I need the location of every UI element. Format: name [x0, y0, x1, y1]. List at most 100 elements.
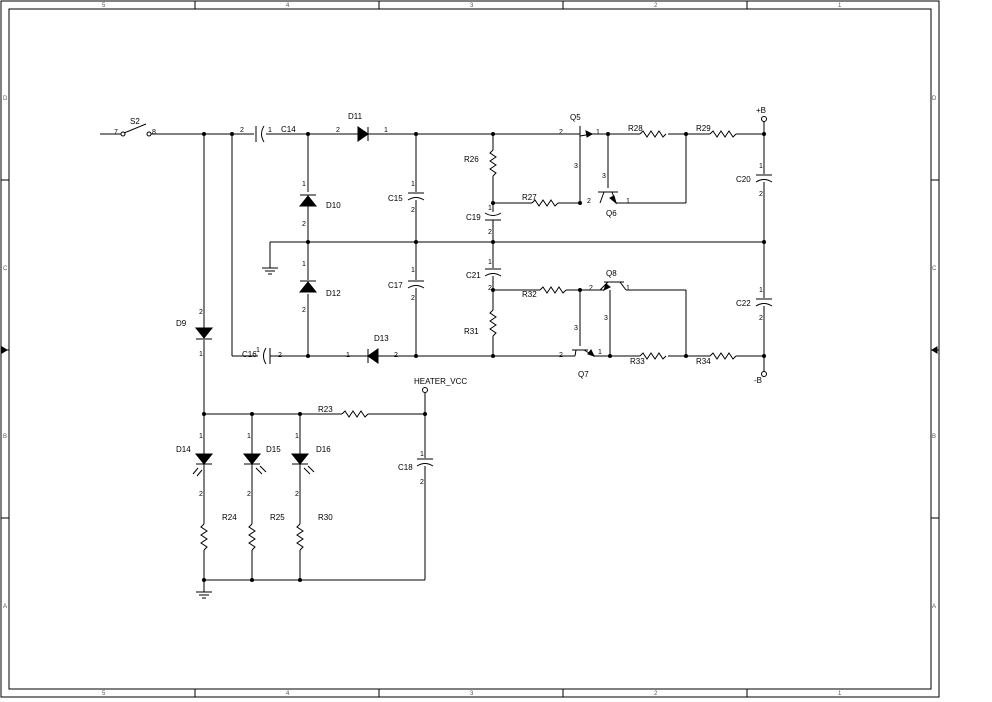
transistor-q8 [599, 281, 687, 356]
label-c19: C19 [466, 213, 481, 222]
label-r23: R23 [318, 405, 333, 414]
pin-d15-a: 1 [247, 433, 251, 440]
resistor-r34 [709, 352, 764, 360]
pin-s2-a: 7 [114, 129, 118, 136]
capacitor-c14 [255, 125, 265, 143]
net-minus-b: -B [754, 376, 762, 385]
pin-c20-b: 2 [759, 191, 763, 198]
frame-row-left: C [3, 266, 8, 272]
label-r34: R34 [696, 357, 711, 366]
label-r30: R30 [318, 513, 333, 522]
pin-q5-b: 1 [596, 129, 600, 136]
pin-c15-b: 2 [411, 207, 415, 214]
minus-b-terminal [761, 371, 767, 377]
pin-c17-a: 1 [411, 267, 415, 274]
heater-wires [196, 393, 426, 599]
q5-arrow-icon [585, 130, 594, 138]
q8-arrow-icon [603, 283, 611, 291]
frame-row-right: C [932, 266, 937, 272]
transistor-q7 [572, 290, 640, 357]
left-arrow-icon [1, 346, 8, 354]
diode-d11 [357, 126, 369, 142]
label-r29: R29 [696, 124, 711, 133]
d14-branch [192, 414, 212, 580]
pin-q7-a: 2 [559, 352, 563, 359]
frame-row-right: B [932, 434, 936, 440]
label-r32: R32 [522, 290, 537, 299]
q7-arrow-icon [587, 349, 595, 357]
label-q6: Q6 [606, 209, 617, 218]
diode-d10 [298, 194, 318, 207]
pin-c21-b: 2 [488, 285, 492, 292]
pin-d16-b: 2 [295, 491, 299, 498]
frame-col-top: 5 [102, 3, 106, 9]
outer-frame [0, 0, 940, 698]
frame-col-bottom: 3 [470, 691, 474, 697]
pin-d16-a: 1 [295, 433, 299, 440]
label-c22: C22 [736, 299, 751, 308]
pin-d12-a: 1 [302, 261, 306, 268]
pin-q6-a: 2 [587, 198, 591, 205]
ground-rail [262, 241, 764, 275]
pin-c16-a: 1 [256, 347, 260, 354]
pin-d15-b: 2 [247, 491, 251, 498]
pin-c22-a: 1 [759, 287, 763, 294]
frame-row-right: A [932, 604, 936, 610]
label-c14: C14 [281, 125, 296, 134]
top-rail-wires [100, 122, 765, 135]
frame-row-left: D [3, 96, 8, 102]
pin-q8-c: 3 [604, 315, 608, 322]
pin-d14-a: 1 [199, 433, 203, 440]
pin-c18-a: 1 [420, 451, 424, 458]
d16-branch [292, 414, 315, 580]
frame-col-top: 1 [838, 3, 842, 9]
pin-c15-a: 1 [411, 181, 415, 188]
frame-row-right: D [932, 96, 937, 102]
capacitor-c20 [755, 174, 773, 183]
pin-d13-b: 2 [394, 352, 398, 359]
label-q7: Q7 [578, 370, 589, 379]
diode-d9 [194, 327, 214, 340]
pin-c14-a: 2 [240, 127, 244, 134]
pin-d11-b: 1 [384, 127, 388, 134]
label-c17: C17 [388, 281, 403, 290]
label-r31: R31 [464, 327, 479, 336]
pin-q7-b: 1 [598, 349, 602, 356]
label-r28: R28 [628, 124, 643, 133]
label-d14: D14 [176, 445, 191, 454]
pin-d9-b: 1 [199, 351, 203, 358]
pin-s2-b: 8 [152, 129, 156, 136]
plus-b-terminal [761, 116, 767, 122]
label-q8: Q8 [606, 269, 617, 278]
pin-c16-b: 2 [278, 352, 282, 359]
resistor-r33 [639, 352, 710, 360]
capacitor-c22 [755, 298, 773, 307]
pin-q6-b: 1 [626, 198, 630, 205]
pin-c18-b: 2 [420, 479, 424, 486]
pin-q8-a: 2 [589, 285, 593, 292]
capacitor-c18 [416, 458, 434, 467]
diode-d12 [298, 280, 318, 293]
capacitor-c19 [484, 212, 502, 221]
d16-led-icon [290, 453, 310, 465]
label-d12: D12 [326, 289, 341, 298]
pin-c19-b: 2 [488, 229, 492, 236]
pin-c20-a: 1 [759, 163, 763, 170]
label-c18: C18 [398, 463, 413, 472]
frame-col-bottom: 1 [838, 691, 842, 697]
pin-d13-a: 1 [346, 352, 350, 359]
pin-q5-c: 3 [574, 163, 578, 170]
pin-c21-a: 1 [488, 259, 492, 266]
resistor-r29 [709, 130, 737, 138]
frame-col-top: 4 [286, 3, 290, 9]
pin-d10-b: 2 [302, 221, 306, 228]
label-c20: C20 [736, 175, 751, 184]
d15-led-icon [242, 453, 262, 465]
pin-c19-a: 1 [488, 205, 492, 212]
right-arrow-icon [931, 346, 938, 354]
capacitor-c15 [407, 192, 425, 201]
frame-col-top: 2 [654, 3, 658, 9]
heater-vcc-terminal [422, 387, 428, 393]
junction-dots [202, 132, 766, 582]
pin-d14-b: 2 [199, 491, 203, 498]
